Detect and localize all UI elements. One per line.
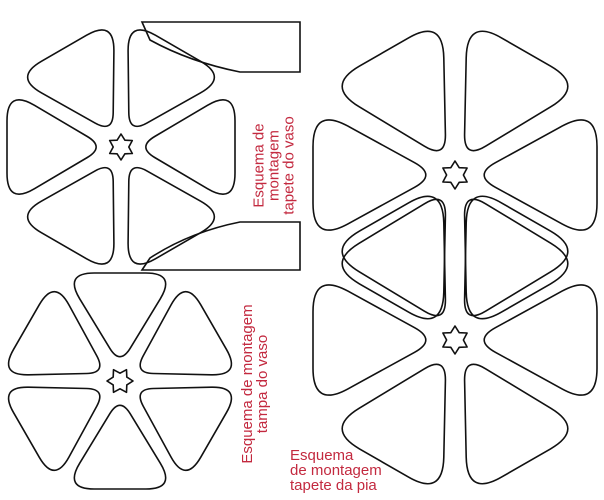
petal-shape [139,290,233,376]
petal-shape [139,386,233,472]
label-line: montagem [265,130,283,201]
petal-shape [341,198,447,320]
petal-shape [6,99,97,195]
petal-shape [73,404,167,490]
petal-shape [127,166,216,265]
petal-shape [7,290,101,376]
petal-shape [312,119,427,231]
center-star-icon [106,368,134,394]
label-tapete-do-vaso: Esquema de montagem tapete do vaso [250,106,298,226]
strip-flap-top [140,21,301,73]
center-star-icon [108,133,134,161]
petal-shape [463,363,569,485]
petal-shape [341,195,447,317]
petal-shape [341,30,447,152]
petal-shape [26,29,115,128]
center-star-icon [442,160,468,190]
label-line: tampa do vaso [254,334,271,434]
petal-shape [463,195,569,317]
petal-shape [312,284,427,396]
label-line: tapete do vaso [280,116,298,215]
petal-shape [26,166,115,265]
strip-flap-bottom [140,221,301,271]
label-line: tapete da pia [290,477,377,494]
petal-shape [463,198,569,320]
petal-shape [127,29,216,128]
petal-shape [483,119,598,231]
center-star-icon [442,325,468,355]
petal-shape [145,99,236,195]
petal-shape [73,272,167,358]
label-tampa-do-vaso: Esquema de montagem tampa do vaso [239,304,271,464]
label-line: Esquema de [250,123,268,208]
label-line: Esquema de montagem [239,304,256,464]
petal-shape [341,363,447,485]
label-line: Esquema [290,447,354,464]
label-line: de montagem [290,462,382,479]
label-tapete-da-pia: Esquema de montagem tapete da pia [290,448,382,493]
petal-shape [483,284,598,396]
petal-shape [7,386,101,472]
petal-shape [463,30,569,152]
